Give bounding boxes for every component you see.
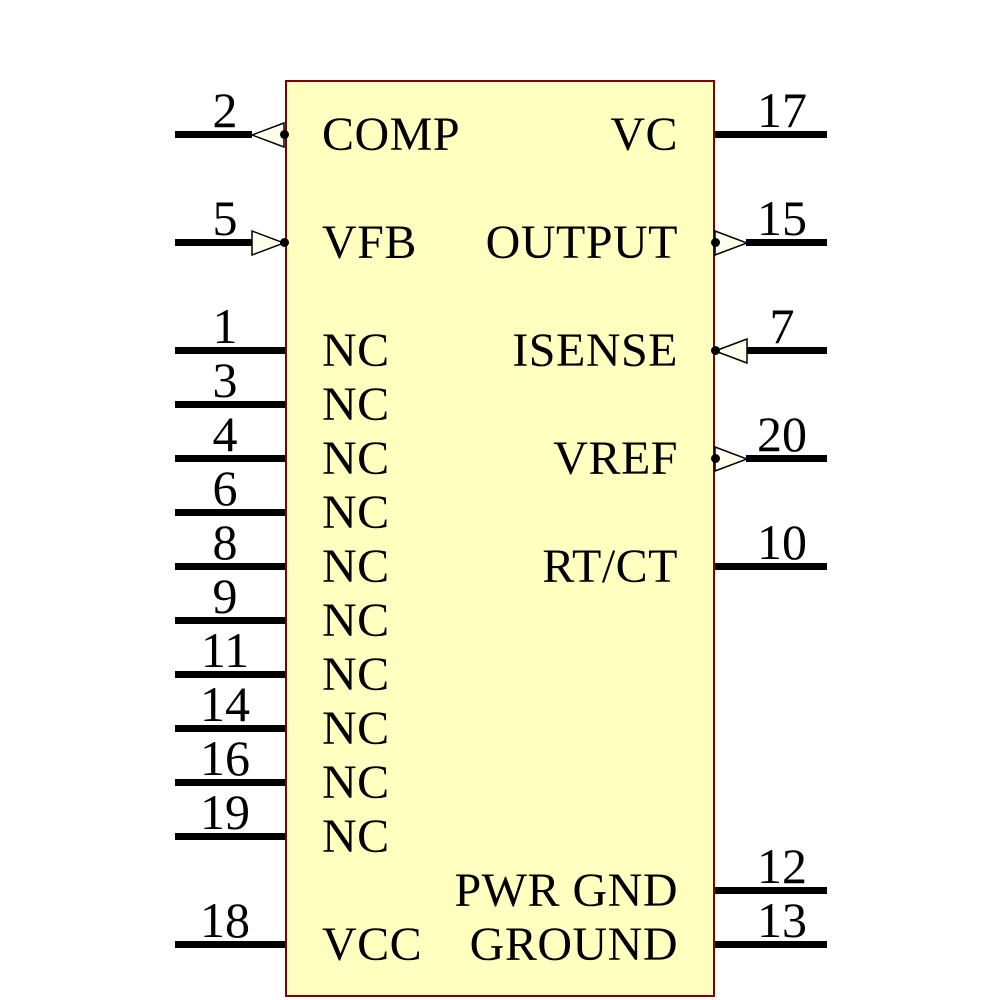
pin-number: 2 [212, 82, 238, 138]
pin-number: 20 [757, 406, 807, 462]
connection-dot [280, 238, 289, 247]
pin-number: 5 [212, 190, 238, 246]
pin-number: 6 [212, 460, 238, 516]
connection-dot [711, 454, 720, 463]
pin-label: VCC [322, 918, 423, 971]
pin-number: 3 [212, 352, 238, 408]
ic-body [285, 80, 715, 997]
pin-number: 10 [757, 514, 807, 570]
pin-number: 16 [200, 730, 250, 786]
pin-number: 13 [757, 892, 807, 948]
pin-label: NC [322, 324, 390, 377]
connection-dot [711, 238, 720, 247]
pin-label: NC [322, 756, 390, 809]
pin-label: RT/CT [542, 540, 678, 593]
pin-number: 7 [769, 298, 795, 354]
pin-number: 14 [200, 676, 250, 732]
pin-wire [715, 941, 827, 948]
pin-wire [175, 347, 285, 354]
pin-wire [175, 833, 285, 840]
pin-wire [175, 401, 285, 408]
pin-wire [715, 131, 827, 138]
pin-number: 19 [200, 784, 250, 840]
pin-wire [175, 239, 252, 246]
pin-label: NC [322, 648, 390, 701]
pin-wire [175, 671, 285, 678]
input-arrow-icon [714, 337, 748, 365]
pin-wire [175, 509, 285, 516]
pin-wire [175, 455, 285, 462]
pin-label: ISENSE [512, 324, 678, 377]
pin-number: 1 [212, 298, 238, 354]
pin-label: NC [322, 540, 390, 593]
connection-dot [711, 346, 720, 355]
pin-wire [175, 779, 285, 786]
pin-wire [746, 347, 827, 354]
pin-label: NC [322, 432, 390, 485]
pin-wire [715, 887, 827, 894]
pin-label: VFB [322, 216, 417, 269]
pin-label: COMP [322, 108, 461, 161]
pin-wire [746, 239, 827, 246]
pin-wire [175, 131, 252, 138]
pin-wire [175, 617, 285, 624]
pin-number: 12 [757, 838, 807, 894]
pin-label: PWR GND [454, 864, 678, 917]
pin-label: NC [322, 594, 390, 647]
input-arrow-icon [251, 229, 285, 257]
pin-label: VC [610, 108, 678, 161]
pin-wire [715, 563, 827, 570]
pin-label: NC [322, 378, 390, 431]
pin-number: 18 [200, 892, 250, 948]
pin-number: 4 [212, 406, 238, 462]
pin-number: 11 [200, 622, 250, 678]
pin-number: 17 [757, 82, 807, 138]
pin-label: VREF [553, 432, 678, 485]
pin-label: NC [322, 810, 390, 863]
pin-label: NC [322, 486, 390, 539]
connection-dot [280, 130, 289, 139]
pin-number: 8 [212, 514, 238, 570]
pin-label: OUTPUT [485, 216, 678, 269]
pin-number: 15 [757, 190, 807, 246]
pin-wire [175, 941, 285, 948]
pin-wire [746, 455, 827, 462]
pin-wire [175, 725, 285, 732]
pin-wire [175, 563, 285, 570]
pin-label: NC [322, 702, 390, 755]
pin-label: GROUND [469, 918, 678, 971]
pin-number: 9 [212, 568, 238, 624]
